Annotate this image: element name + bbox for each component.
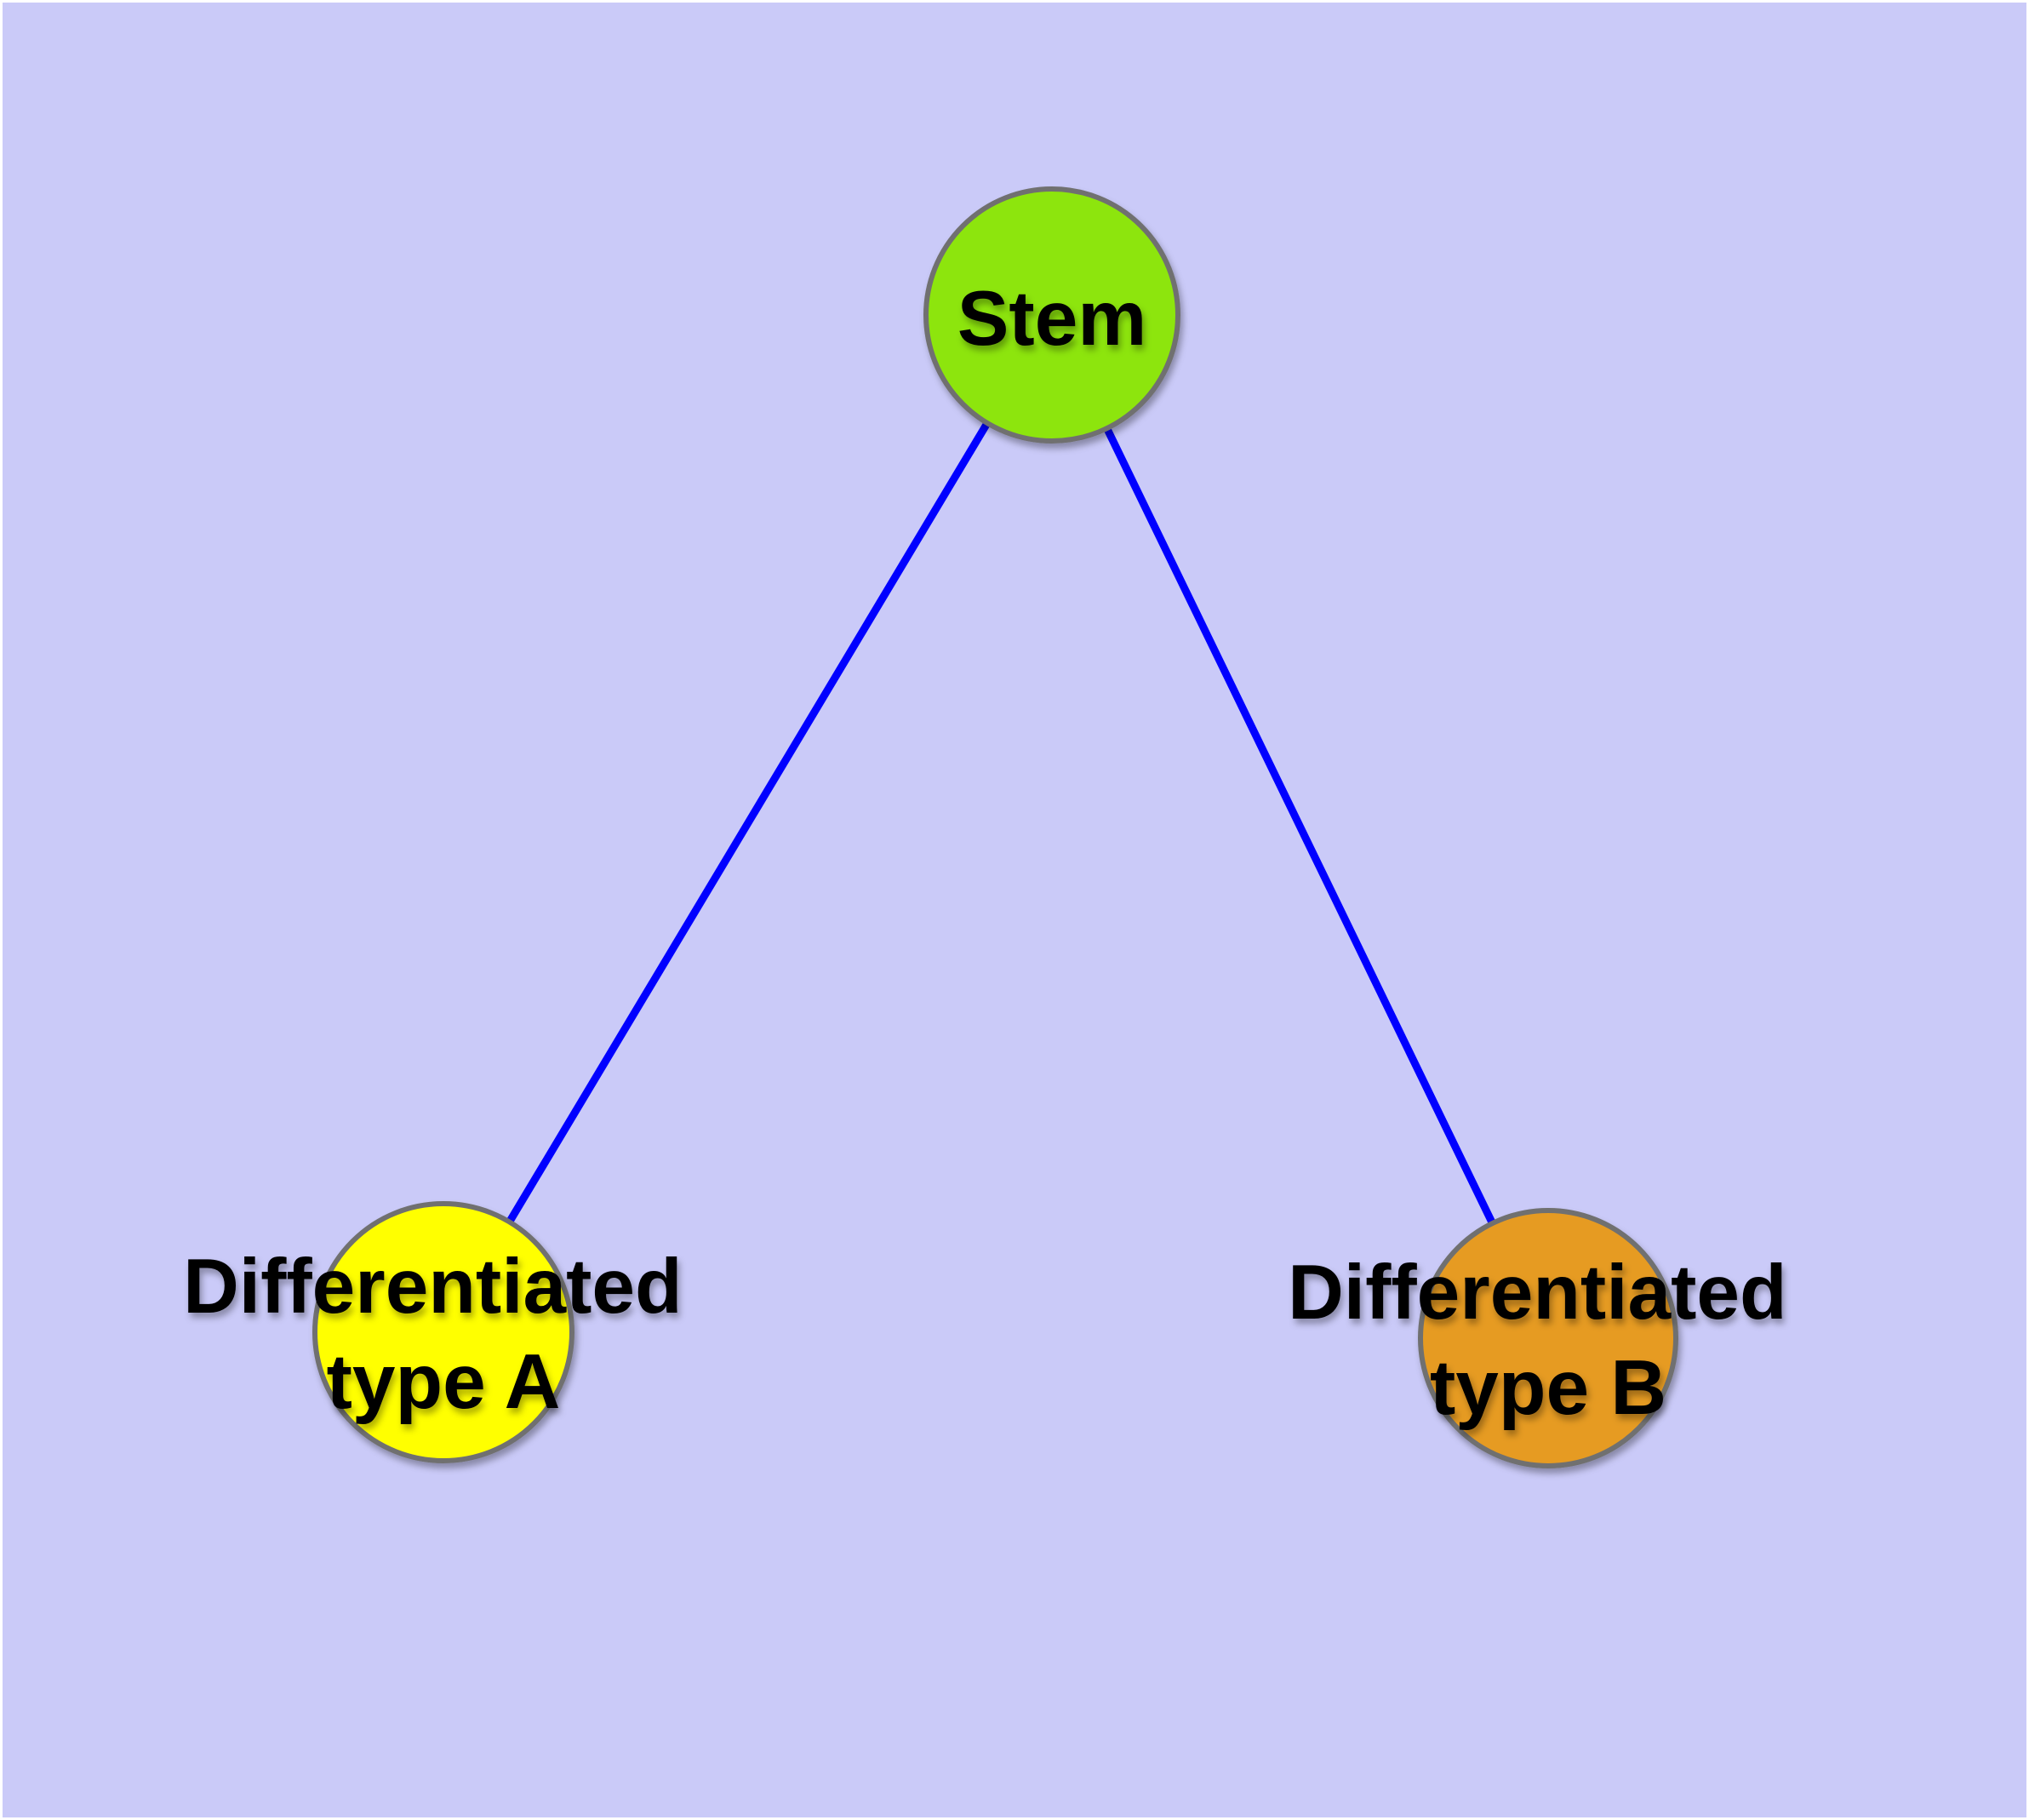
node-type-b-label: Differentiated type B	[1288, 1250, 1809, 1431]
node-stem-label: Stem	[957, 276, 1147, 362]
node-stem-circle	[923, 186, 1180, 444]
edge-stem-to-type-b	[1048, 313, 1552, 1340]
node-type-a-label: Differentiated type A	[183, 1244, 704, 1425]
node-type-b-circle	[1418, 1208, 1678, 1468]
node-type-a-label-line2: type A	[327, 1339, 561, 1425]
edge-stem-to-type-a	[440, 312, 1055, 1335]
edge-lines	[440, 312, 1552, 1340]
node-type-b-label-line1: Differentiated	[1288, 1250, 1787, 1336]
node-type-a-circle	[312, 1201, 574, 1463]
node-type-a-label-line1: Differentiated	[183, 1244, 683, 1330]
node-type-b-label-line2: type B	[1430, 1345, 1666, 1431]
